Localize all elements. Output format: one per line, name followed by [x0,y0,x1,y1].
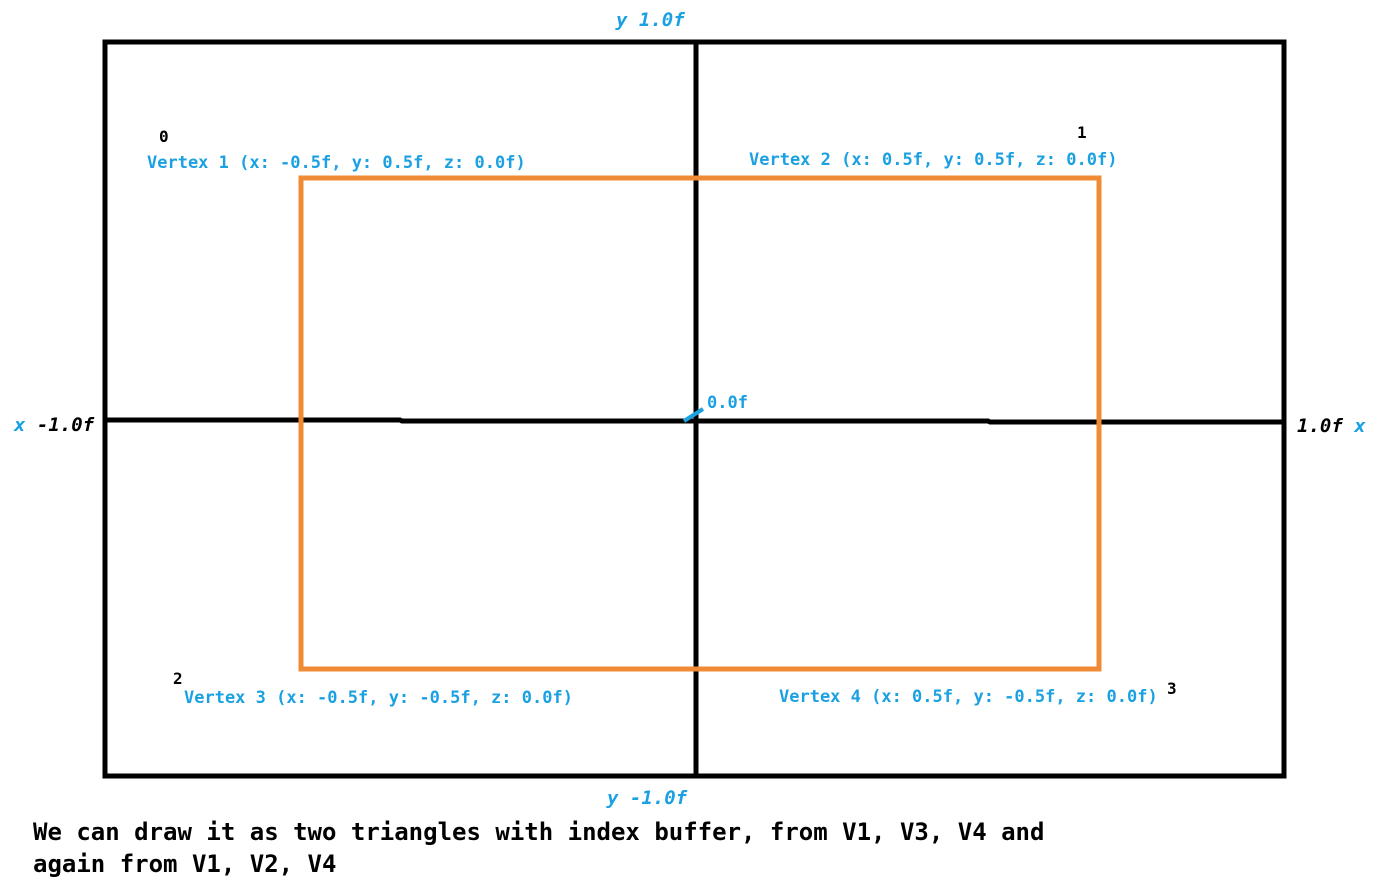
vertex-2-label: Vertex 2 (x: 0.5f, y: 0.5f, z: 0.0f) [749,150,1118,170]
x-axis-line [105,417,1284,425]
y-axis-top-label: y 1.0f [616,9,685,31]
vertex-index-1: 1 [1077,123,1087,142]
vertex-index-0: 0 [159,127,169,146]
x-axis-left-label: x -1.0f [14,416,94,435]
vertex-index-3: 3 [1167,679,1177,698]
x-axis-right-var: x [1354,415,1366,437]
caption-line-2: again from V1, V2, V4 [33,850,337,878]
caption-line-1: We can draw it as two triangles with ind… [33,818,1045,846]
y-axis-bottom-label: y -1.0f [607,787,688,809]
origin-label: 0.0f [707,393,748,413]
quad-rectangle [298,175,1102,672]
x-axis-left-var: x [14,414,26,436]
caption: We can draw it as two triangles with ind… [33,816,1133,880]
vertex-1-label: Vertex 1 (x: -0.5f, y: 0.5f, z: 0.0f) [147,153,526,173]
x-axis-left-value: -1.0f [36,414,95,436]
x-axis-right-label: 1.0f x [1297,417,1366,436]
vertex-3-label: Vertex 3 (x: -0.5f, y: -0.5f, z: 0.0f) [184,688,573,708]
vertex-index-2: 2 [173,669,183,688]
vertex-4-label: Vertex 4 (x: 0.5f, y: -0.5f, z: 0.0f) [779,687,1158,707]
origin-pointer [682,407,705,423]
x-axis-right-value: 1.0f [1297,415,1343,437]
